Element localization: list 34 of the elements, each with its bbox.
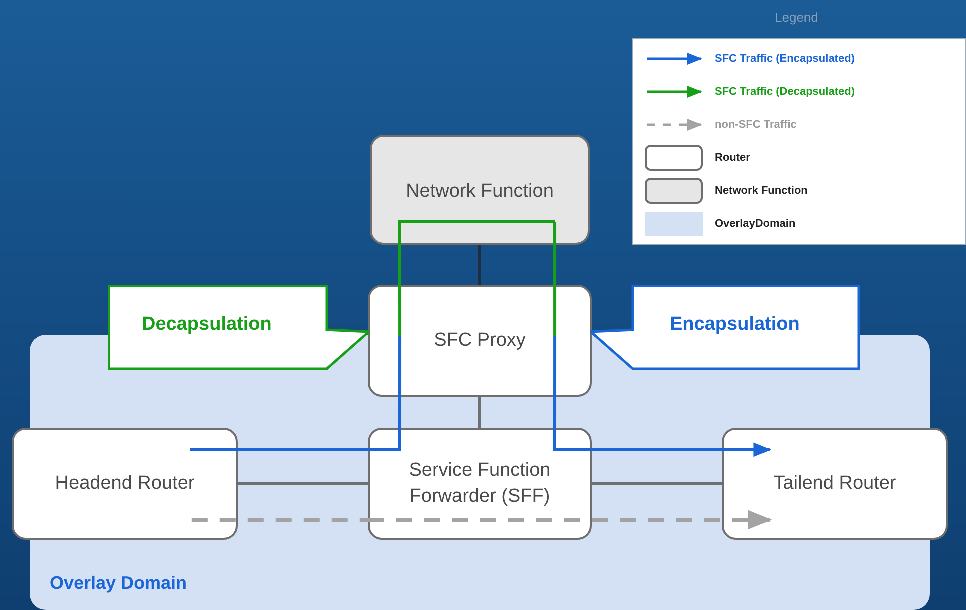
connector-line bbox=[478, 397, 482, 428]
connector-line bbox=[192, 518, 368, 522]
arrow bbox=[368, 510, 772, 530]
callout-label: Encapsulation bbox=[670, 314, 800, 336]
router-box bbox=[12, 428, 238, 540]
connector-line bbox=[554, 336, 592, 452]
node-label: Headend Router bbox=[55, 472, 195, 496]
node-label: SFC Proxy bbox=[434, 329, 526, 354]
connector-line bbox=[238, 482, 368, 486]
connector-line bbox=[190, 448, 368, 452]
callout-box bbox=[108, 285, 370, 371]
node-label: Network Function bbox=[406, 180, 554, 204]
legend-label: Network Function bbox=[715, 185, 808, 197]
region-label: Overlay Domain bbox=[50, 573, 188, 594]
legend-label: Router bbox=[715, 152, 750, 164]
connector-line bbox=[554, 222, 557, 336]
connector-line bbox=[592, 482, 722, 486]
proxy-box bbox=[368, 285, 592, 397]
connector-line bbox=[478, 245, 482, 285]
connector-line bbox=[368, 336, 402, 452]
legend-label: SFC Traffic (Encapsulated) bbox=[715, 53, 855, 65]
callout-box bbox=[590, 285, 860, 371]
callout-label: Decapsulation bbox=[142, 314, 272, 336]
node-label: Tailend Router bbox=[774, 472, 896, 496]
forwarder-box bbox=[368, 428, 592, 540]
legend-label: OverlayDomain bbox=[715, 218, 796, 230]
network-function-box bbox=[370, 135, 590, 245]
legend-label: SFC Traffic (Decapsulated) bbox=[715, 86, 855, 98]
node-label: Service Function Forwarder (SFF) bbox=[408, 459, 552, 509]
connector-line bbox=[398, 220, 556, 336]
legend-label: non-SFC Traffic bbox=[715, 119, 797, 131]
legend-title: Legend bbox=[775, 10, 818, 25]
router-box bbox=[722, 428, 948, 540]
arrow bbox=[592, 442, 772, 458]
